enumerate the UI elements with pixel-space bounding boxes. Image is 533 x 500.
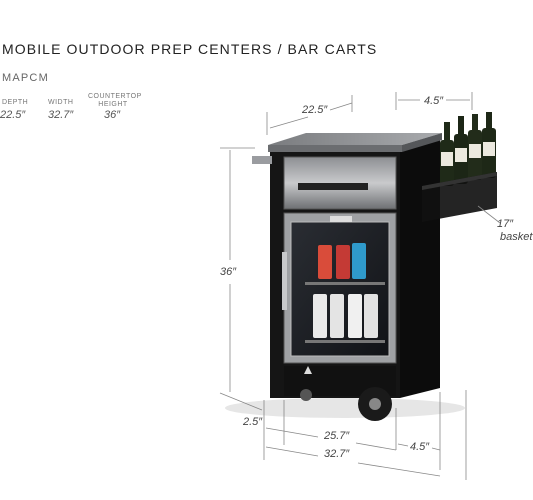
floor-shadow xyxy=(225,398,465,418)
dim-top-depth: 22.5″ xyxy=(302,104,328,116)
towel-bar xyxy=(252,156,272,164)
dim-basket-height: 17″ xyxy=(497,218,514,230)
dim-body-width: 25.7″ xyxy=(324,430,350,442)
dim-left-offset: 2.5″ xyxy=(243,416,263,428)
spec-countertop-label-line1: COUNTERTOP xyxy=(88,93,142,100)
spec-countertop-label: COUNTERTOP HEIGHT xyxy=(88,93,142,109)
bottle-basket xyxy=(422,112,497,222)
dim-basket-label: basket xyxy=(500,231,533,243)
spec-depth-label: DEPTH xyxy=(2,99,29,106)
spec-countertop-label-line2: HEIGHT xyxy=(98,101,128,108)
model-code: MAPCM xyxy=(2,72,49,84)
flame-logo-icon xyxy=(304,366,312,374)
countertop xyxy=(268,133,442,145)
spec-width-label: WIDTH xyxy=(48,99,74,106)
cart-body xyxy=(252,133,442,421)
caster-left xyxy=(300,389,312,401)
spec-depth-value: 22.5″ xyxy=(0,109,26,121)
dim-total-width: 32.7″ xyxy=(324,448,350,460)
spec-countertop-value: 36″ xyxy=(104,109,121,121)
dim-basket-depth: 4.5″ xyxy=(424,95,444,107)
wine-bottles xyxy=(440,112,496,186)
dimension-lines xyxy=(219,92,501,480)
dim-right-offset: 4.5″ xyxy=(410,441,430,453)
fridge-handle xyxy=(282,252,287,310)
drawer-handle xyxy=(298,183,368,190)
fridge-contents xyxy=(305,243,385,343)
spec-width-value: 32.7″ xyxy=(48,109,74,121)
fridge-logo-plate xyxy=(330,216,352,222)
page-title: MOBILE OUTDOOR PREP CENTERS / BAR CARTS xyxy=(2,41,378,57)
dim-height: 36″ xyxy=(220,266,237,278)
